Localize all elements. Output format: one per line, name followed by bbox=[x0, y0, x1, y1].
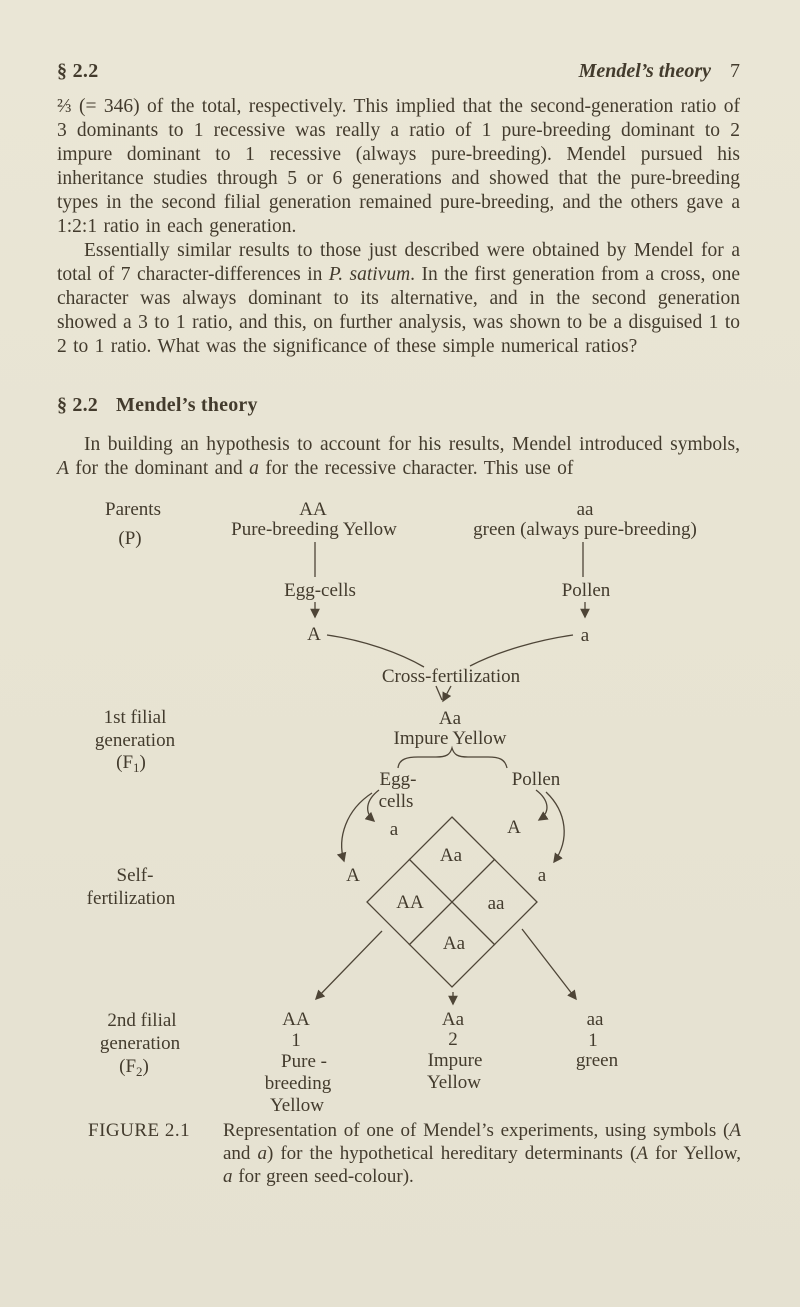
punnett-diamond-outline bbox=[366, 816, 538, 988]
f2-col1-count: 1 bbox=[291, 1030, 301, 1051]
p-left-phenotype: Pure-breeding Yellow bbox=[231, 519, 397, 540]
paragraph-3-text: In building an hypothesis to account for… bbox=[84, 434, 740, 455]
cross-fertilization-label: Cross-fertilization bbox=[381, 666, 521, 687]
p-pollen-label: Pollen bbox=[561, 580, 611, 601]
f2-col2-genotype: Aa bbox=[441, 1009, 465, 1030]
paragraph-1-text: ⅔ (= 346) of the total, respectively. Th… bbox=[57, 96, 740, 237]
paragraph-3-text-end: for the recessive character. This use of bbox=[258, 458, 574, 479]
arrow-to-f2-AA bbox=[314, 930, 383, 1001]
row-label-f2-symbol: (F2) bbox=[119, 1056, 149, 1079]
arrow-to-f2-aa bbox=[521, 928, 577, 1001]
running-head-right: Mendel’s theory 7 bbox=[579, 60, 740, 83]
section-heading: § 2.2 Mendel’s theory bbox=[57, 394, 258, 417]
f2-col1-phenotype-3: Yellow bbox=[269, 1095, 325, 1116]
brace-f1-gametes bbox=[397, 745, 508, 769]
punnett-cell-right: aa bbox=[487, 893, 505, 914]
section-heading-title: Mendel’s theory bbox=[116, 394, 258, 416]
row-label-self-line1: Self- bbox=[116, 865, 154, 886]
f1-egg-label-line1: Egg- bbox=[379, 769, 417, 790]
row-label-f1-line2: generation bbox=[94, 730, 176, 751]
p-left-genotype: AA bbox=[299, 499, 327, 520]
cross-arrow-left bbox=[435, 685, 443, 701]
section-heading-number: § 2.2 bbox=[57, 394, 98, 416]
f2-col3-count: 1 bbox=[588, 1030, 598, 1051]
figure-caption-text: Representation of one of Mendel’s experi… bbox=[223, 1120, 741, 1187]
f1-pollen-gamete-A: A bbox=[507, 817, 521, 838]
curve-A-to-cross bbox=[326, 634, 425, 668]
row-label-parents-symbol: (P) bbox=[118, 528, 142, 549]
row-label-f1-line1: 1st filial bbox=[103, 707, 167, 728]
running-head-title: Mendel’s theory bbox=[578, 60, 711, 82]
f1-phenotype: Impure Yellow bbox=[393, 728, 507, 749]
f2-col2-phenotype-2: Yellow bbox=[426, 1072, 482, 1093]
arrow-egg-to-a bbox=[364, 789, 380, 822]
f2-col2-phenotype-1: Impure bbox=[427, 1050, 483, 1071]
paragraph-2: Essentially similar results to those jus… bbox=[57, 239, 740, 359]
p-gamete-A: A bbox=[307, 624, 321, 645]
species-name-italic: P. sativum bbox=[328, 264, 411, 285]
cross-arrow-right bbox=[442, 685, 452, 703]
punnett-cell-bottom: Aa bbox=[442, 933, 466, 954]
arrow-pollen-to-A-f1 bbox=[535, 789, 549, 821]
curve-a-to-cross bbox=[469, 634, 574, 667]
paragraph-2-text: Essentially similar results to those jus… bbox=[57, 240, 740, 285]
f1-egg-gamete-A: A bbox=[346, 865, 360, 886]
punnett-cell-top: Aa bbox=[439, 845, 463, 866]
running-head-section: § 2.2 bbox=[57, 60, 99, 82]
arrow-pollen-to-a-f1 bbox=[545, 791, 565, 864]
f2-col1-phenotype-2: breeding bbox=[264, 1073, 332, 1094]
row-label-parents: Parents bbox=[105, 499, 161, 520]
f1-pollen-label: Pollen bbox=[511, 769, 561, 790]
row-label-self-line2: fertilization bbox=[86, 888, 176, 909]
f2-col1-genotype: AA bbox=[282, 1009, 310, 1030]
figure-caption-label: FIGURE 2.1 bbox=[88, 1120, 191, 1141]
row-label-f2-line2: generation bbox=[99, 1033, 181, 1054]
symbol-a-italic: a bbox=[249, 458, 259, 479]
f2-col2-count: 2 bbox=[448, 1029, 458, 1050]
f2-col3-phenotype-1: green bbox=[575, 1050, 619, 1071]
paragraph-1: ⅔ (= 346) of the total, respectively. Th… bbox=[57, 95, 740, 239]
paragraph-3-text-cont: for the dominant and bbox=[68, 458, 250, 479]
row-label-f2-line1: 2nd filial bbox=[107, 1010, 177, 1031]
f1-egg-label-line2: cells bbox=[378, 791, 414, 812]
punnett-cell-left: AA bbox=[396, 892, 424, 913]
f1-egg-gamete-a: a bbox=[389, 819, 399, 840]
page-number: 7 bbox=[730, 60, 740, 82]
f2-col3-genotype: aa bbox=[586, 1009, 604, 1030]
p-right-phenotype: green (always pure-breeding) bbox=[473, 519, 697, 540]
row-label-f1-symbol: (F1) bbox=[116, 752, 146, 775]
p-right-genotype: aa bbox=[576, 499, 594, 520]
paragraph-3: In building an hypothesis to account for… bbox=[57, 433, 740, 481]
symbol-A-italic: A bbox=[57, 458, 69, 479]
p-egg-cells-label: Egg-cells bbox=[284, 580, 356, 601]
arrow-egg-to-A bbox=[336, 792, 373, 863]
f2-col1-phenotype-1: Pure - bbox=[281, 1051, 327, 1072]
paragraph-2-text-cont: . In the first generation from a cross, … bbox=[57, 264, 740, 357]
f1-pollen-gamete-a: a bbox=[537, 865, 547, 886]
p-gamete-a: a bbox=[580, 625, 590, 646]
f1-genotype: Aa bbox=[438, 708, 462, 729]
